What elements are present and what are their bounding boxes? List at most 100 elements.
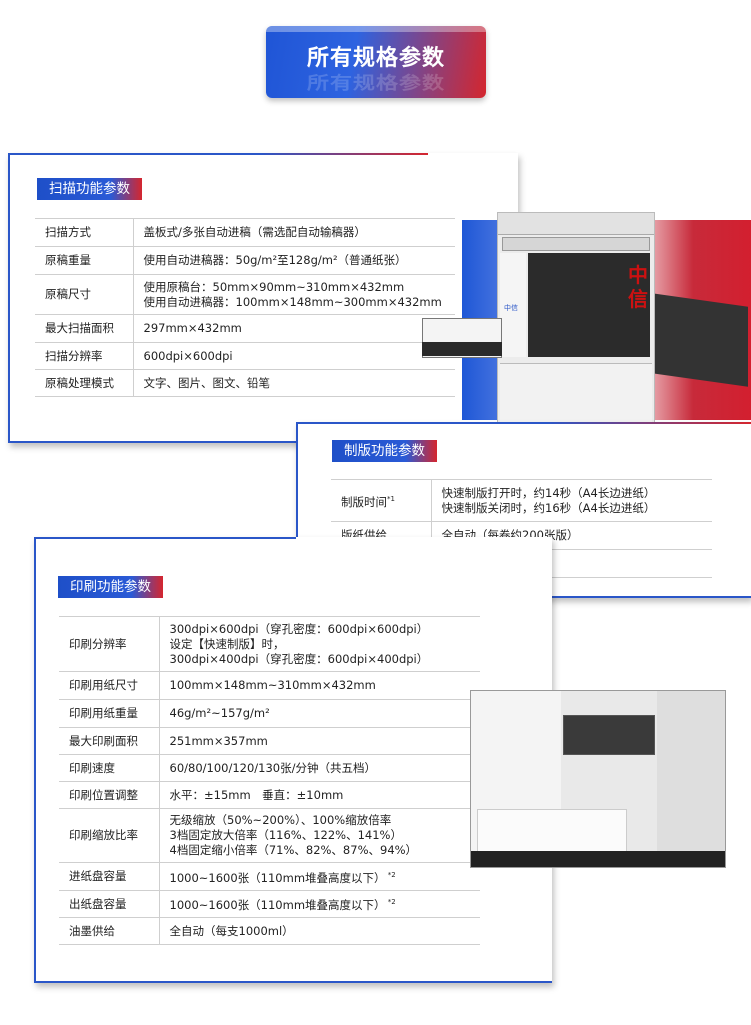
spec-key-label: 印刷速度 [69, 760, 115, 775]
spec-value-line: 使用自动进稿器：100mm×148mm~300mm×432mm [143, 294, 442, 309]
spec-row: 印刷位置调整 水平：±15mm 垂直：±10mm [59, 781, 480, 809]
spec-key: 扫描分辨率 [35, 342, 134, 370]
spec-key-label: 原稿处理模式 [45, 375, 114, 390]
spec-row: 进纸盘容量 1000~1600张（110mm堆叠高度以下） *2 [59, 862, 480, 891]
spec-value: 1000~1600张（110mm堆叠高度以下） *2 [159, 862, 480, 891]
spec-key-label: 扫描方式 [45, 225, 91, 239]
spec-key: 印刷缩放比率 [59, 808, 160, 863]
spec-key: 原稿处理模式 [35, 369, 134, 397]
scan-section-heading: 扫描功能参数 [37, 178, 142, 200]
spec-value: 使用自动进稿器：50g/m²至128g/m²（普通纸张） [133, 246, 455, 275]
spec-value-line: 使用自动进稿器：50g/m²至128g/m²（普通纸张） [143, 253, 407, 267]
footnote-marker: *1 [387, 494, 395, 503]
spec-value-line: 使用原稿台：50mm×90mm~310mm×432mm [143, 279, 405, 294]
machine-left-face: 中信 [500, 253, 526, 357]
spec-row: 印刷速度 60/80/100/120/130张/分钟（共五档） [59, 754, 480, 782]
spec-value-line: 300dpi×400dpi（穿孔密度：600dpi×400dpi） [169, 651, 429, 666]
spec-value-line: 快速制版打开时，约14秒（A4长边进纸） [441, 485, 656, 500]
spec-key-label: 扫描分辨率 [45, 348, 103, 363]
spec-value: 297mm×432mm [133, 314, 455, 343]
photo-machine-side [657, 691, 725, 867]
spec-row: 最大扫描面积 297mm×432mm [35, 314, 455, 343]
spec-key-label: 原稿重量 [45, 253, 91, 267]
spec-value-line: 46g/m²~157g/m² [169, 706, 270, 720]
spec-key-label: 最大印刷面积 [69, 733, 138, 748]
machine-body: 中信 中信 [497, 212, 655, 426]
spec-key-label: 印刷缩放比率 [69, 828, 138, 842]
machine-front-panel: 中信 [528, 253, 650, 357]
spec-key: 印刷用纸重量 [59, 699, 160, 728]
spec-key-label: 印刷用纸重量 [69, 706, 138, 720]
spec-key-label: 油墨供给 [69, 923, 115, 938]
spec-value-line: 100mm×148mm~310mm×432mm [169, 678, 376, 692]
spec-value: 文字、图片、图文、铅笔 [133, 369, 455, 397]
spec-key: 最大印刷面积 [59, 727, 160, 755]
spec-key-label: 进纸盘容量 [69, 869, 127, 883]
spec-key: 出纸盘容量 [59, 890, 160, 918]
spec-key: 原稿重量 [35, 246, 134, 275]
spec-value-line: 全自动（每支1000ml） [169, 923, 294, 938]
spec-row: 原稿重量 使用自动进稿器：50g/m²至128g/m²（普通纸张） [35, 246, 455, 275]
spec-key: 印刷位置调整 [59, 781, 160, 809]
spec-value: 100mm×148mm~310mm×432mm [159, 671, 480, 700]
spec-value-line: 297mm×432mm [143, 321, 242, 335]
spec-value-line: 3档固定放大倍率（116%、122%、141%） [169, 828, 402, 842]
machine-control-panel [502, 237, 650, 251]
spec-row: 印刷用纸尺寸 100mm×148mm~310mm×432mm [59, 671, 480, 700]
spec-key-label: 印刷分辨率 [69, 636, 127, 651]
footnote-marker: *2 [385, 870, 396, 879]
title-banner: 所有规格参数 所有规格参数 [266, 26, 486, 98]
spec-value-line: 盖板式/多张自动进稿（需选配自动输稿器） [143, 225, 366, 239]
spec-value: 46g/m²~157g/m² [159, 699, 480, 728]
machine-logo: 中信 [504, 304, 518, 312]
spec-key-label: 原稿尺寸 [45, 287, 91, 301]
spec-key: 印刷分辨率 [59, 616, 160, 672]
spec-value-line: 300dpi×600dpi（穿孔密度：600dpi×600dpi） [169, 621, 429, 636]
duplicator-machine-image: 中信 中信 [422, 208, 751, 426]
spec-value: 300dpi×600dpi（穿孔密度：600dpi×600dpi）设定【快速制版… [159, 616, 480, 672]
spec-value-line: 设定【快速制版】时， [169, 636, 285, 651]
spec-value: 600dpi×600dpi [133, 342, 455, 370]
photo-print-drum-unit [563, 715, 655, 755]
photo-machine-base [471, 851, 725, 867]
spec-value: 快速制版打开时，约14秒（A4长边进纸）快速制版关闭时，约16秒（A4长边进纸） [431, 479, 712, 522]
page-title: 所有规格参数 [306, 46, 445, 71]
spec-row: 扫描分辨率 600dpi×600dpi [35, 342, 455, 370]
spec-value: 60/80/100/120/130张/分钟（共五档） [159, 754, 480, 782]
print-card-top-line [34, 537, 296, 539]
spec-row: 扫描方式 盖板式/多张自动进稿（需选配自动输稿器） [35, 218, 455, 247]
spec-value-line: 4档固定缩小倍率（71%、82%、87%、94%） [169, 843, 418, 857]
print-spec-table: 印刷分辨率 300dpi×600dpi（穿孔密度：600dpi×600dpi）设定… [59, 616, 480, 945]
spec-key: 原稿尺寸 [35, 274, 134, 315]
spec-key: 印刷用纸尺寸 [59, 671, 160, 700]
spec-value-line: 1000~1600张（110mm堆叠高度以下） [169, 870, 386, 885]
spec-value-line: 快速制版关闭时，约16秒（A4长边进纸） [441, 500, 656, 515]
spec-value: 全自动（每支1000ml） [159, 917, 480, 945]
spec-value-line: 60/80/100/120/130张/分钟（共五档） [169, 760, 377, 775]
spec-value-line: 无级缩放（50%~200%）、100%缩放倍率 [169, 813, 392, 827]
machine-lower-cabinet [500, 363, 652, 423]
photo-paper-stack [477, 809, 627, 859]
scan-spec-table: 扫描方式 盖板式/多张自动进稿（需选配自动输稿器） 原稿重量 使用自动进稿器：50g/… [35, 218, 455, 397]
spec-value-line: 1000~1600张（110mm堆叠高度以下） [169, 897, 386, 912]
spec-row: 原稿处理模式 文字、图片、图文、铅笔 [35, 369, 455, 397]
scan-card-top-line [8, 153, 428, 155]
spec-row: 印刷分辨率 300dpi×600dpi（穿孔密度：600dpi×600dpi）设定… [59, 616, 480, 672]
machine-calligraphy-logo: 中信 [628, 263, 648, 311]
spec-key-label: 出纸盘容量 [69, 896, 127, 911]
spec-value: 水平：±15mm 垂直：±10mm [159, 781, 480, 809]
spec-row: 印刷用纸重量 46g/m²~157g/m² [59, 699, 480, 728]
printer-interior-photo [470, 690, 726, 868]
spec-value: 1000~1600张（110mm堆叠高度以下） *2 [159, 890, 480, 918]
plate-section-heading: 制版功能参数 [332, 440, 437, 462]
spec-row: 出纸盘容量 1000~1600张（110mm堆叠高度以下） *2 [59, 890, 480, 918]
print-section-heading: 印刷功能参数 [58, 576, 163, 598]
spec-key-label: 最大扫描面积 [45, 321, 114, 335]
spec-key-label: 印刷位置调整 [69, 787, 138, 802]
